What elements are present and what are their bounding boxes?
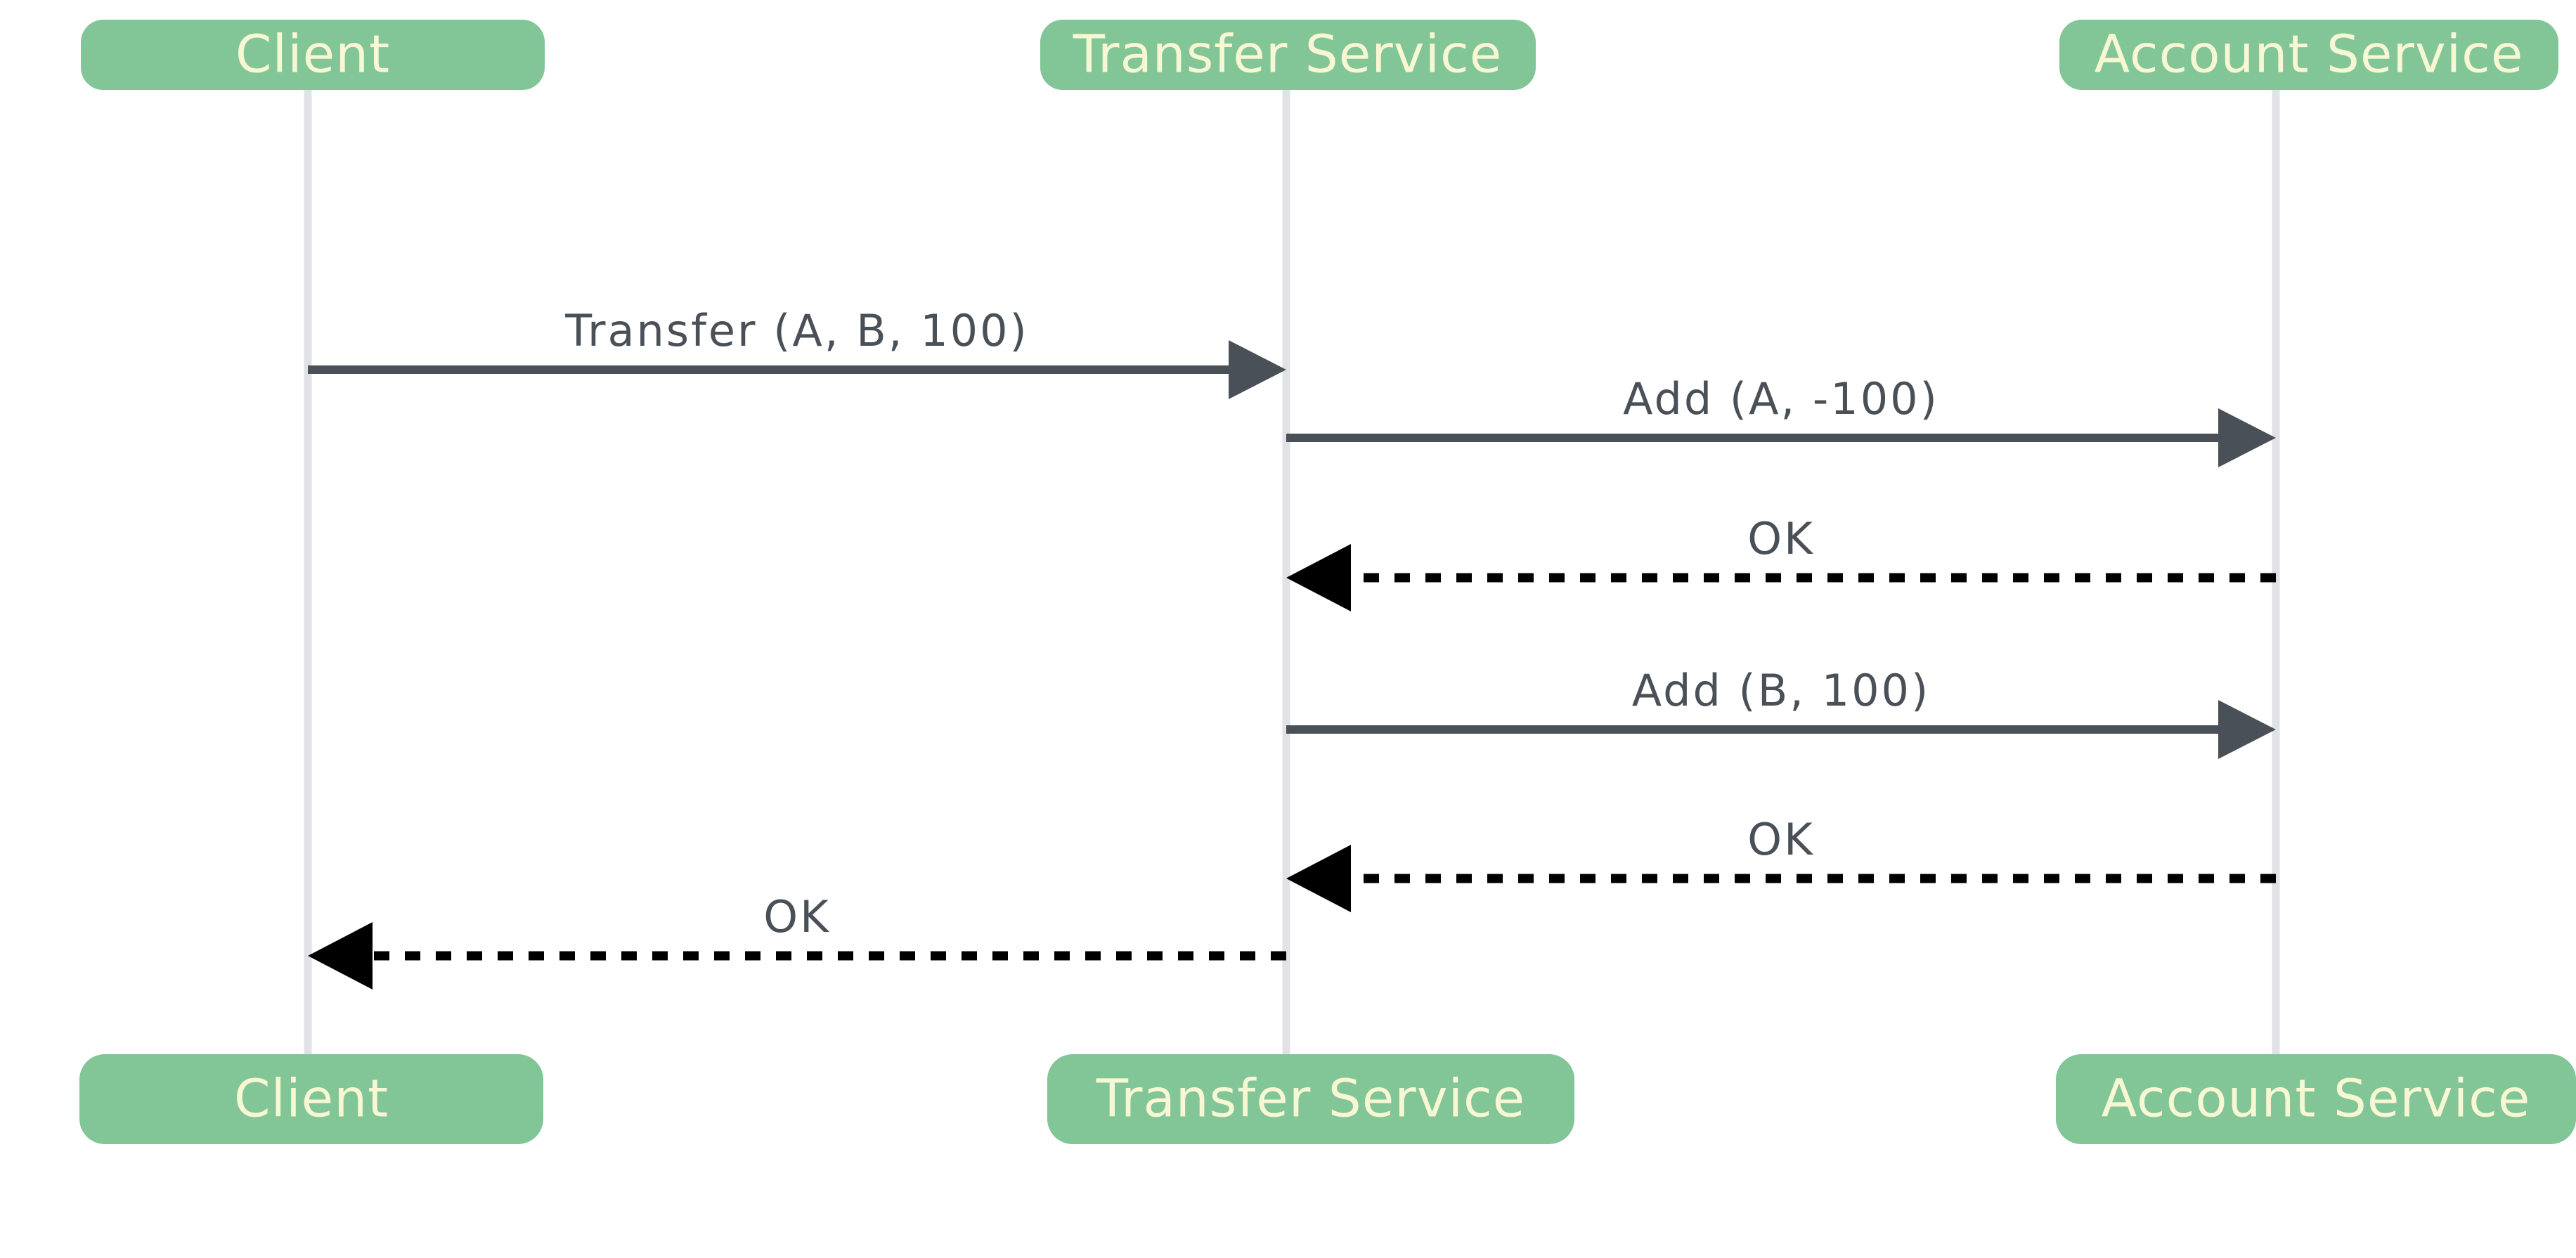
- message-2-arrowhead-right: [2218, 408, 2276, 467]
- participant-label-client-top: Client: [235, 25, 390, 85]
- participant-box-client-top[interactable]: [81, 20, 545, 90]
- participant-account-service-top[interactable]: Account Service: [2059, 20, 2558, 90]
- participant-box-transfer-service-bottom[interactable]: [1047, 1054, 1574, 1144]
- participant-label-client-bottom: Client: [234, 1069, 389, 1129]
- message-1-arrowhead-right: [1229, 340, 1286, 399]
- message-5-ok[interactable]: OK: [1286, 814, 2276, 912]
- participant-footer-group: Client Transfer Service Account Service: [79, 1054, 2576, 1144]
- participant-transfer-service-bottom[interactable]: Transfer Service: [1047, 1054, 1574, 1144]
- message-5-label: OK: [1747, 814, 1814, 865]
- message-4-arrowhead-right: [2218, 700, 2276, 759]
- participant-transfer-service-top[interactable]: Transfer Service: [1040, 20, 1536, 90]
- participant-box-account-service-bottom[interactable]: [2056, 1054, 2576, 1144]
- participant-box-transfer-service-top[interactable]: [1040, 20, 1536, 90]
- lifelines-group: [304, 90, 2280, 1131]
- participant-client-top[interactable]: Client: [81, 20, 545, 90]
- participant-account-service-bottom[interactable]: Account Service: [2056, 1054, 2576, 1144]
- message-2-label: Add (A, -100): [1623, 373, 1939, 424]
- participant-header-group: Client Transfer Service Account Service: [81, 20, 2558, 90]
- participant-label-account-service-bottom: Account Service: [2102, 1069, 2531, 1129]
- message-1-transfer[interactable]: Transfer (A, B, 100): [308, 305, 1286, 399]
- message-3-label: OK: [1747, 513, 1814, 564]
- message-2-add-a[interactable]: Add (A, -100): [1286, 373, 2276, 467]
- message-5-arrowhead-left: [1286, 845, 1351, 912]
- participant-label-transfer-service-bottom: Transfer Service: [1096, 1069, 1526, 1129]
- message-6-arrowhead-left: [308, 922, 373, 990]
- participant-box-account-service-top[interactable]: [2059, 20, 2558, 90]
- message-3-ok[interactable]: OK: [1286, 513, 2276, 611]
- message-1-label: Transfer (A, B, 100): [564, 305, 1029, 356]
- message-6-label: OK: [763, 891, 830, 942]
- participant-client-bottom[interactable]: Client: [79, 1054, 543, 1144]
- message-3-arrowhead-left: [1286, 544, 1351, 611]
- message-6-ok[interactable]: OK: [308, 891, 1286, 990]
- message-4-label: Add (B, 100): [1632, 665, 1930, 716]
- participant-label-account-service-top: Account Service: [2095, 25, 2524, 85]
- message-4-add-b[interactable]: Add (B, 100): [1286, 665, 2276, 759]
- participant-box-client-bottom[interactable]: [79, 1054, 543, 1144]
- participant-label-transfer-service-top: Transfer Service: [1073, 25, 1503, 85]
